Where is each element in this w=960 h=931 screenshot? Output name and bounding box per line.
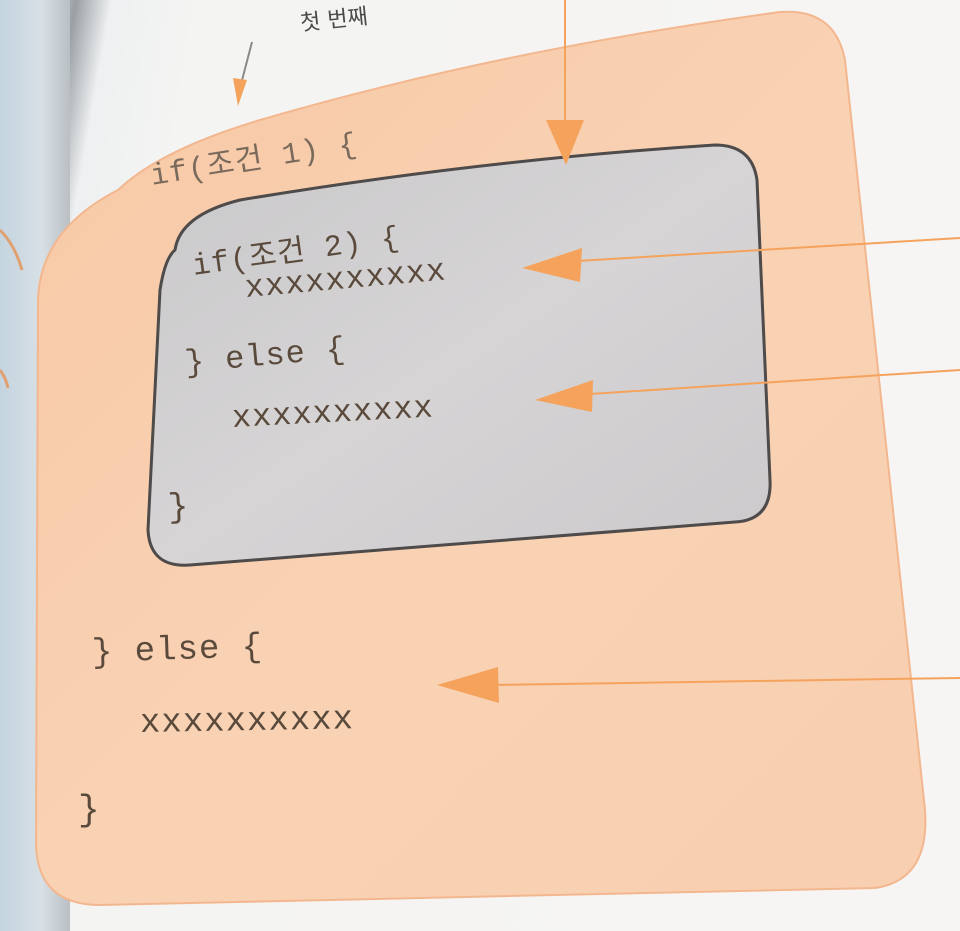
left-page-mark xyxy=(0,228,24,271)
outer-else-body: xxxxxxxxxx xyxy=(139,701,355,743)
inner-close-brace: } xyxy=(167,488,191,528)
left-page-mark xyxy=(0,369,10,389)
arrow-inner-else xyxy=(535,369,960,412)
arrow-top-center xyxy=(546,0,584,165)
arrow-top-left xyxy=(233,41,253,106)
inner-if-block xyxy=(146,143,772,567)
arrow-inner-if xyxy=(522,237,960,282)
outer-else-line: } else { xyxy=(91,629,264,673)
arrow-outer-else xyxy=(437,667,960,703)
outer-close-brace: } xyxy=(78,790,101,831)
